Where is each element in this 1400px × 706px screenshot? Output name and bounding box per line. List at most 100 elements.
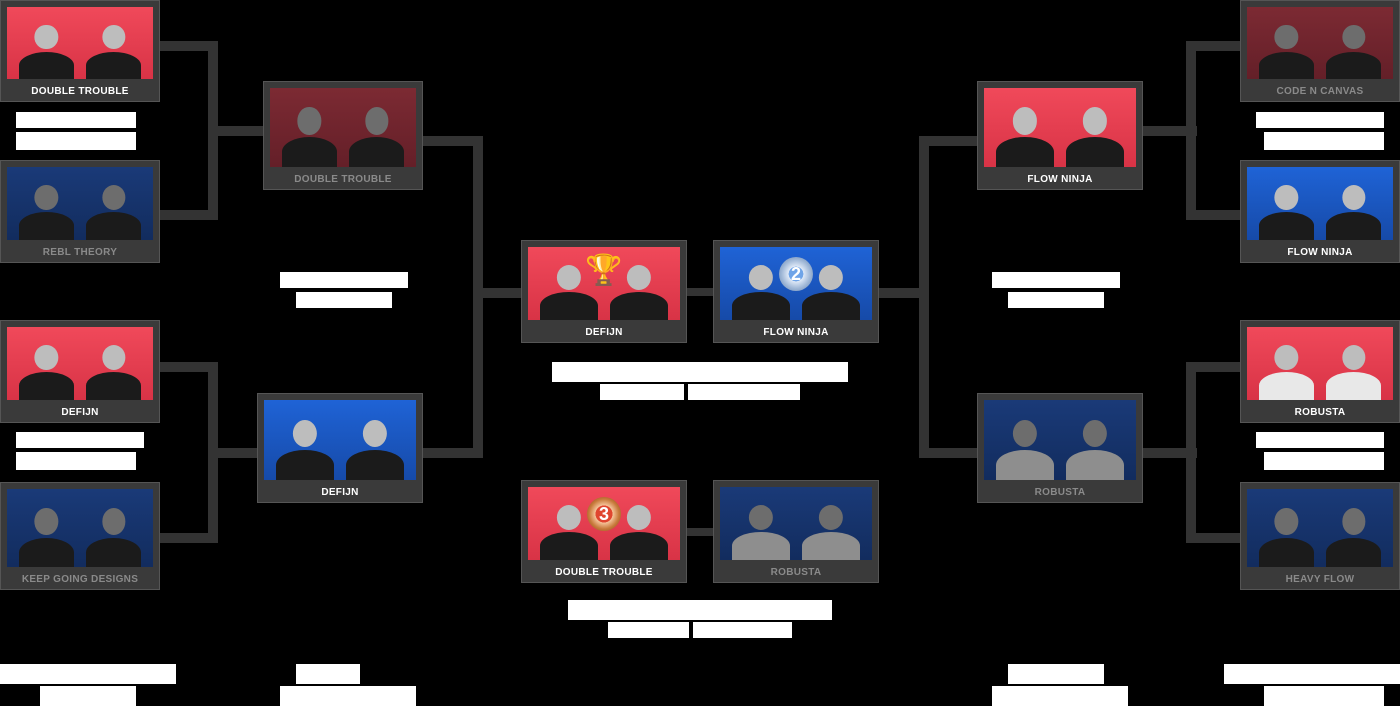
person-avatar — [1258, 180, 1315, 240]
team-card-robusta-3rd[interactable]: ROBUSTA — [713, 480, 879, 583]
team-name: FLOW NINJA — [1027, 174, 1093, 185]
team-name: DEFIJN — [585, 327, 623, 338]
team-card-double-trouble[interactable]: DOUBLE TROUBLE — [0, 0, 160, 102]
connector-line — [473, 288, 521, 298]
team-photo — [7, 7, 153, 79]
team-card-keep-going-designs[interactable]: KEEP GOING DESIGNS — [0, 482, 160, 590]
person-avatar — [1258, 503, 1315, 567]
person-avatar — [802, 500, 860, 560]
team-name: CODE N CANVAS — [1276, 86, 1364, 97]
redacted-caption — [992, 272, 1120, 288]
person-avatar — [1258, 20, 1315, 79]
team-photo: 3 — [528, 487, 680, 560]
person-avatar — [85, 503, 142, 567]
team-card-double-trouble-3rd[interactable]: 3 DOUBLE TROUBLE — [521, 480, 687, 583]
redacted-round-header — [280, 686, 416, 706]
redacted-caption — [552, 362, 848, 382]
person-avatar — [996, 414, 1054, 480]
person-avatar — [276, 414, 334, 480]
connector-line — [423, 136, 481, 146]
connector-line — [423, 448, 481, 458]
connector-line — [919, 136, 977, 146]
redacted-caption — [568, 600, 832, 620]
team-card-double-trouble-sf[interactable]: DOUBLE TROUBLE — [263, 81, 423, 190]
team-name: HEAVY FLOW — [1285, 574, 1355, 585]
team-card-defijn-sf[interactable]: DEFIJN — [257, 393, 423, 503]
person-avatar — [18, 340, 75, 400]
connector-line — [687, 288, 713, 296]
team-card-defijn-final[interactable]: 🏆 DEFIJN — [521, 240, 687, 343]
person-avatar — [18, 503, 75, 567]
redacted-caption — [296, 292, 392, 308]
connector-line — [160, 41, 215, 51]
trophy-icon: 🏆 — [585, 253, 623, 287]
team-photo: 2 — [720, 247, 872, 320]
connector-line — [1186, 362, 1241, 372]
redacted-caption — [600, 384, 800, 400]
team-photo — [1247, 489, 1393, 567]
team-card-rebl-theory[interactable]: REBL THEORY — [0, 160, 160, 263]
team-name: KEEP GOING DESIGNS — [21, 574, 139, 585]
medal-3-icon: 3 — [587, 497, 621, 531]
person-avatar — [732, 260, 790, 320]
person-avatar — [610, 260, 668, 320]
person-avatar — [540, 260, 598, 320]
redacted-round-header — [0, 664, 176, 684]
team-photo — [1247, 327, 1393, 400]
person-avatar — [610, 500, 668, 560]
person-avatar — [996, 102, 1054, 167]
team-name: ROBUSTA — [1294, 407, 1346, 418]
person-avatar — [1325, 20, 1382, 79]
team-card-defijn[interactable]: DEFIJN — [0, 320, 160, 423]
person-avatar — [18, 20, 75, 79]
redacted-caption — [684, 384, 688, 406]
team-name: FLOW NINJA — [763, 327, 829, 338]
team-name: DEFIJN — [61, 407, 99, 418]
person-avatar — [348, 102, 405, 167]
person-avatar — [85, 340, 142, 400]
redacted-round-header — [296, 664, 360, 684]
person-avatar — [802, 260, 860, 320]
person-avatar — [1325, 503, 1382, 567]
team-card-flow-ninja-sf[interactable]: FLOW NINJA — [977, 81, 1143, 190]
team-card-heavy-flow[interactable]: HEAVY FLOW — [1240, 482, 1400, 590]
connector-line — [919, 448, 977, 458]
person-avatar — [1258, 340, 1315, 400]
team-card-code-n-canvas[interactable]: CODE N CANVAS — [1240, 0, 1400, 102]
connector-line — [1186, 362, 1196, 543]
connector-line — [160, 362, 215, 372]
team-photo — [7, 167, 153, 240]
person-avatar — [346, 414, 404, 480]
team-photo — [720, 487, 872, 560]
person-avatar — [1066, 102, 1124, 167]
team-photo — [7, 489, 153, 567]
team-card-flow-ninja-final[interactable]: 2 FLOW NINJA — [713, 240, 879, 343]
connector-line — [1142, 448, 1197, 458]
team-name: REBL THEORY — [42, 247, 118, 258]
team-name: ROBUSTA — [1034, 487, 1086, 498]
connector-line — [160, 533, 215, 543]
team-photo — [270, 88, 416, 167]
team-photo — [264, 400, 416, 480]
team-photo — [1247, 167, 1393, 240]
team-name: FLOW NINJA — [1287, 247, 1353, 258]
connector-line — [1186, 41, 1196, 220]
person-avatar — [1325, 340, 1382, 400]
connector-line — [1186, 533, 1241, 543]
team-card-robusta-sf[interactable]: ROBUSTA — [977, 393, 1143, 503]
redacted-caption — [16, 132, 136, 150]
connector-line — [1186, 41, 1241, 51]
connector-line — [1186, 210, 1241, 220]
redacted-round-header — [1264, 686, 1384, 706]
medal-2-icon: 2 — [779, 257, 813, 291]
team-name: DOUBLE TROUBLE — [31, 86, 129, 97]
person-avatar — [1066, 414, 1124, 480]
team-card-robusta[interactable]: ROBUSTA — [1240, 320, 1400, 423]
team-card-flow-ninja[interactable]: FLOW NINJA — [1240, 160, 1400, 263]
team-name: ROBUSTA — [770, 567, 822, 578]
redacted-round-header — [1224, 664, 1400, 684]
person-avatar — [540, 500, 598, 560]
redacted-caption — [1264, 452, 1384, 470]
team-photo — [7, 327, 153, 400]
redacted-round-header — [992, 686, 1128, 706]
